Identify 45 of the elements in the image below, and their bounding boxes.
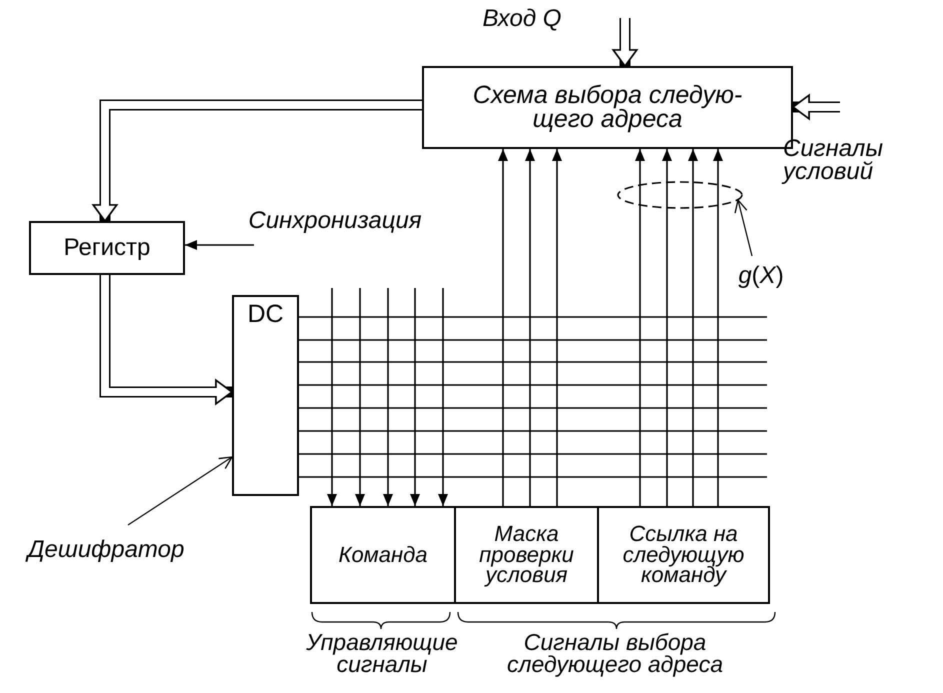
- arrow: [688, 149, 698, 506]
- box-label: DC: [247, 303, 284, 327]
- function-label: g(X): [733, 257, 789, 295]
- box-label: Регистр: [64, 236, 150, 260]
- field-box: [454, 506, 599, 604]
- box-label: Маска проверки условия: [478, 524, 575, 586]
- arrow: [635, 149, 645, 506]
- bus-arrow: [792, 94, 840, 120]
- line: [299, 361, 767, 363]
- line: [299, 407, 767, 409]
- arrow: [355, 288, 365, 506]
- bus-arrow: [100, 275, 233, 405]
- arrow: [498, 149, 508, 506]
- line: [299, 476, 767, 478]
- box-label: Схема выбора следую- щего адреса: [472, 84, 744, 132]
- arrow: [383, 288, 393, 506]
- line: [299, 339, 767, 341]
- arrow: [410, 288, 420, 506]
- leader-line: [128, 456, 233, 526]
- callout-label: Дешифратор: [4, 528, 208, 572]
- edge-label: Сигналы условий: [783, 138, 884, 184]
- group-label: Сигналы выбора следующего адреса: [506, 632, 724, 676]
- arrow: [185, 240, 254, 250]
- field-box: [597, 506, 770, 604]
- box-label: Команда: [338, 544, 428, 566]
- arrow: [713, 149, 723, 506]
- box-label: Ссылка на следующую команду: [622, 524, 746, 586]
- arrow: [552, 149, 562, 506]
- arrow: [525, 149, 535, 506]
- line: [299, 316, 767, 318]
- group-label: Управляющие сигналы: [305, 632, 459, 676]
- field-box: [310, 506, 456, 604]
- arrow: [438, 288, 448, 506]
- line: [299, 453, 767, 455]
- register-box: [29, 221, 185, 275]
- leader-line: [734, 199, 753, 256]
- line: [299, 430, 767, 432]
- edge-label: Вход Q: [482, 8, 562, 31]
- bus-arrow: [92, 100, 422, 222]
- bus-arrow: [612, 18, 638, 67]
- line: [299, 384, 767, 386]
- arrow: [662, 149, 672, 506]
- decoder-box: [232, 295, 299, 496]
- signal-label: Синхронизация: [216, 202, 454, 240]
- arrow: [327, 288, 337, 506]
